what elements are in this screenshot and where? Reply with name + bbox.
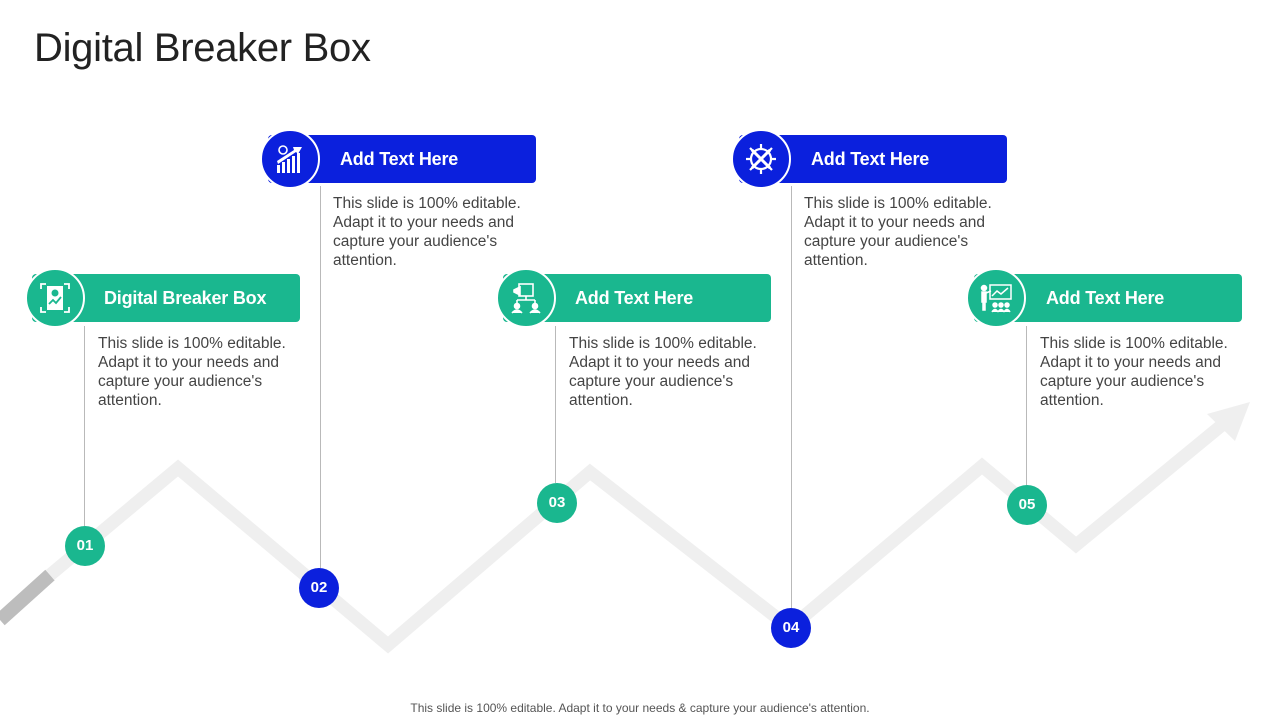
step-heading: Add Text Here: [340, 149, 459, 169]
step-heading: Add Text Here: [575, 288, 694, 308]
arrow-tail: [0, 569, 55, 626]
step-heading: Add Text Here: [1046, 288, 1165, 308]
connector-line-3: [555, 326, 556, 483]
step-heading: Digital Breaker Box: [104, 288, 267, 308]
step-description: This slide is 100% editable. Adapt it to…: [1040, 335, 1228, 409]
connector-line-5: [1026, 326, 1027, 485]
step-heading: Add Text Here: [811, 149, 930, 169]
arrow-head: [1207, 402, 1250, 441]
page-title: Digital Breaker Box: [34, 26, 371, 70]
step-description: This slide is 100% editable. Adapt it to…: [98, 335, 286, 409]
step-number-05: 05: [1007, 485, 1047, 525]
growth-chart-icon: [260, 129, 320, 189]
step-number-03: 03: [537, 483, 577, 523]
footer-note: This slide is 100% editable. Adapt it to…: [410, 701, 870, 715]
step-number-01: 01: [65, 526, 105, 566]
step-description: This slide is 100% editable. Adapt it to…: [804, 195, 992, 269]
connector-line-2: [320, 186, 321, 568]
step-number-04: 04: [771, 608, 811, 648]
arrow-path: [45, 419, 1227, 654]
report-document-icon: [25, 268, 85, 328]
step-number-02: 02: [299, 568, 339, 608]
connector-line-4: [791, 186, 792, 608]
step-description: This slide is 100% editable. Adapt it to…: [333, 195, 521, 269]
connector-line-1: [84, 326, 85, 526]
presentation-icon: [966, 268, 1026, 328]
step-description: This slide is 100% editable. Adapt it to…: [569, 335, 757, 409]
megaphone-team-icon: [496, 268, 556, 328]
gear-tools-icon: [731, 129, 791, 189]
